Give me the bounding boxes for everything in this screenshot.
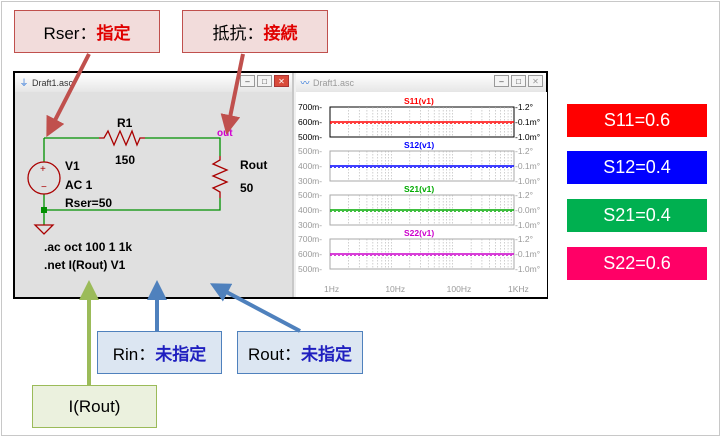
maximize-button[interactable]: □ — [257, 75, 272, 87]
junction-dot — [41, 207, 47, 213]
right-tick: -0.1m° — [515, 161, 541, 171]
callout-resistor-emph: 接続 — [263, 24, 298, 43]
callout-rin-prefix: Rin： — [112, 345, 156, 364]
callout-rout-emph: 未指定 — [300, 345, 352, 364]
result-s21: S21=0.4 — [567, 199, 707, 232]
left-tick: 300m- — [298, 220, 323, 230]
waveform-maximize-button[interactable]: □ — [511, 75, 526, 87]
ltspice-schematic-icon: ⏚ — [19, 77, 29, 88]
result-s11: S11=0.6 — [567, 104, 707, 137]
schematic-drawing: + − — [27, 129, 229, 235]
r1-name: R1 — [117, 116, 133, 130]
plot-drawing — [329, 106, 515, 270]
wire-top-right — [145, 137, 221, 156]
callout-resistor-prefix: 抵抗： — [212, 24, 264, 43]
minimize-button[interactable]: – — [240, 75, 255, 87]
trace-title-1[interactable]: S12(v1) — [404, 140, 435, 150]
callout-rser-prefix: Rser： — [43, 24, 97, 43]
trace-title-2[interactable]: S21(v1) — [404, 184, 435, 194]
right-tick: -1.2° — [515, 190, 534, 200]
left-tick: 500m- — [298, 190, 323, 200]
trace-title-0[interactable]: S11(v1) — [404, 96, 434, 106]
result-s12-label: S12=0.4 — [603, 157, 671, 177]
result-s21-label: S21=0.4 — [603, 205, 671, 225]
close-button[interactable]: ✕ — [274, 75, 289, 87]
ground-symbol — [33, 224, 55, 235]
right-tick: -0.0m° — [515, 205, 541, 215]
wire-bottom — [43, 194, 221, 211]
callout-rser-emph: 指定 — [96, 24, 131, 43]
callout-resistor: 抵抗：接続 — [182, 10, 328, 53]
right-tick: -1.2° — [515, 102, 534, 112]
result-s22: S22=0.6 — [567, 247, 707, 280]
callout-rin: Rin：未指定 — [97, 331, 222, 374]
callout-rin-emph: 未指定 — [155, 345, 207, 364]
rout-name: Rout — [240, 158, 268, 172]
left-tick: 600m- — [298, 249, 323, 259]
rout-symbol — [211, 156, 229, 198]
right-tick: -1.0m° — [515, 176, 541, 186]
left-tick: 700m- — [298, 234, 323, 244]
trace-title-3[interactable]: S22(v1) — [404, 228, 435, 238]
left-tick: 600m- — [298, 117, 323, 127]
r1-value: 150 — [115, 153, 136, 167]
left-tick: 400m- — [298, 205, 323, 215]
callout-iout: I(Rout) — [32, 385, 157, 428]
waveform-close-button[interactable]: ✕ — [528, 75, 543, 87]
waveform-title: Draft1.asc — [313, 77, 355, 88]
x-tick: 1Hz — [324, 284, 340, 294]
x-tick: 1KHz — [508, 284, 529, 294]
left-tick: 500m- — [298, 264, 323, 274]
callout-rout: Rout：未指定 — [237, 331, 363, 374]
waveform-titlebar[interactable]: 〰 Draft1.asc – □ ✕ — [296, 73, 546, 93]
v1-name: V1 — [65, 159, 80, 173]
callout-iout-text: I(Rout) — [68, 396, 121, 416]
v1-rser: Rser=50 — [65, 196, 113, 210]
left-tick: 400m- — [298, 161, 323, 171]
net-label-out: out — [217, 128, 233, 139]
right-tick: -1.2° — [515, 234, 534, 244]
waveform-window[interactable]: 〰 Draft1.asc – □ ✕ S11(v1) 700m- 600m- 500m… — [296, 73, 547, 297]
left-tick: 500m- — [298, 132, 323, 142]
x-tick: 100Hz — [446, 284, 472, 294]
waveform-minimize-button[interactable]: – — [494, 75, 509, 87]
left-tick: 300m- — [298, 176, 323, 186]
v1-ac: AC 1 — [65, 178, 93, 192]
ltspice-waveform-icon: 〰 — [300, 77, 310, 88]
right-tick: -1.0m° — [515, 132, 541, 142]
callout-rout-prefix: Rout： — [248, 345, 301, 364]
v1-plus-sign: + — [40, 164, 46, 175]
right-tick: -1.0m° — [515, 264, 541, 274]
result-s12: S12=0.4 — [567, 151, 707, 184]
v1-minus-sign: − — [41, 182, 47, 193]
result-s22-label: S22=0.6 — [603, 253, 671, 273]
left-tick: 700m- — [298, 102, 323, 112]
schematic-window[interactable]: ⏚ Draft1.asc – □ ✕ + — [15, 73, 294, 297]
ltspice-screenshot: ⏚ Draft1.asc – □ ✕ + — [13, 71, 548, 299]
right-tick: -1.2° — [515, 146, 534, 156]
directive-ac: .ac oct 100 1 1k — [44, 240, 133, 254]
directive-net: .net I(Rout) V1 — [44, 258, 126, 272]
right-tick: -0.1m° — [515, 117, 541, 127]
v1-symbol — [27, 161, 61, 195]
result-s11-label: S11=0.6 — [603, 110, 671, 130]
schematic-titlebar[interactable]: ⏚ Draft1.asc – □ ✕ — [15, 73, 292, 93]
schematic-title: Draft1.asc — [32, 77, 74, 88]
right-tick: -0.1m° — [515, 249, 541, 259]
right-tick: -1.0m° — [515, 220, 541, 230]
rout-value: 50 — [240, 181, 254, 195]
plot-canvas[interactable]: S11(v1) 700m- 600m- 500m- -1.2° -0.1m° -1.0m° S… — [296, 92, 547, 297]
x-tick: 10Hz — [385, 284, 406, 294]
r1-symbol — [99, 129, 145, 147]
left-tick: 500m- — [298, 146, 323, 156]
schematic-canvas[interactable]: + − R1 150 out Rout 50 V1 AC 1 Rser=50 .… — [15, 92, 292, 297]
callout-rser: Rser：指定 — [14, 10, 160, 53]
